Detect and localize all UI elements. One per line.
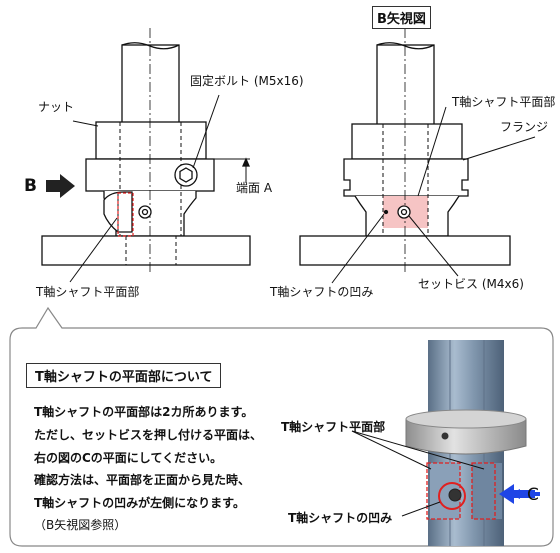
flange-label: フランジ (500, 120, 549, 134)
photo-collar-hole (441, 432, 449, 440)
photo-flat-leader-2 (351, 430, 485, 470)
fixing-bolt-label: 固定ボルト (M5x16) (190, 74, 304, 88)
photo-flat-right (472, 463, 502, 519)
left-flat-label: T軸シャフト平面部 (36, 285, 140, 299)
note-line-5: T軸シャフトの凹みが左側になります。 (34, 496, 245, 510)
recess-leader (331, 213, 385, 284)
flange-leader (462, 136, 536, 161)
photo-flat-right-box (471, 462, 496, 520)
photo-red-circle (438, 482, 466, 510)
end-face-label: 端面 A (236, 181, 273, 195)
note-line-3: 右の図のCの平面にしてください。 (34, 451, 223, 465)
right-flat-label: T軸シャフト平面部 (452, 95, 556, 109)
nut-b (351, 123, 463, 160)
photo-collar (405, 418, 527, 455)
arrow-b (46, 174, 75, 198)
left-view (41, 28, 251, 283)
note-line-1: T軸シャフトの平面部は2カ所あります。 (34, 405, 254, 419)
photo-recess-label: T軸シャフトの凹み (288, 511, 393, 525)
shaft-upper (121, 44, 180, 124)
photo-recess-leader (401, 501, 441, 517)
recess-mark (383, 209, 389, 215)
shaft-photo (351, 340, 540, 546)
note-line-6: （B矢視図参照） (34, 518, 127, 532)
left-flat-highlight (117, 192, 134, 237)
shaft-hidden-lower (125, 235, 177, 266)
set-screw-leader (408, 215, 459, 277)
t-flat-leader-b (417, 106, 447, 197)
set-screw-left-inner (141, 208, 149, 216)
shaft-upper-b (376, 44, 435, 126)
set-screw-label: セットビス (M4x6) (418, 277, 524, 291)
nut (95, 121, 207, 160)
photo-set-screw-hole (448, 488, 462, 502)
photo-flat-leader-1 (351, 430, 432, 470)
base-plate (41, 235, 251, 266)
end-face-arrowhead (242, 157, 250, 167)
nut-label: ナット (38, 100, 75, 114)
note-line-2: ただし、セットビスを押し付ける平面は、 (34, 428, 263, 442)
photo-blue-arrow-head (499, 484, 535, 504)
bolt-leader (192, 94, 220, 169)
recess-label: T軸シャフトの凹み (270, 285, 374, 299)
nut-leader (72, 120, 99, 127)
note-line-4: 確認方法は、平面部を正面から見た時、 (34, 473, 251, 487)
photo-c-label: C (527, 485, 539, 505)
photo-flat-label: T軸シャフト平面部 (281, 420, 386, 434)
note-title: T軸シャフトの平面部について (26, 363, 222, 388)
left-flat-leader (69, 217, 118, 283)
arrow-b-label: B (24, 176, 37, 196)
right-view (299, 28, 536, 284)
flange-body-b (343, 158, 469, 197)
view-b-title: B矢視図 (372, 6, 431, 29)
set-screw-right-inner (400, 208, 408, 216)
fixing-bolt-hex (179, 167, 193, 183)
photo-collar-top (405, 409, 527, 429)
